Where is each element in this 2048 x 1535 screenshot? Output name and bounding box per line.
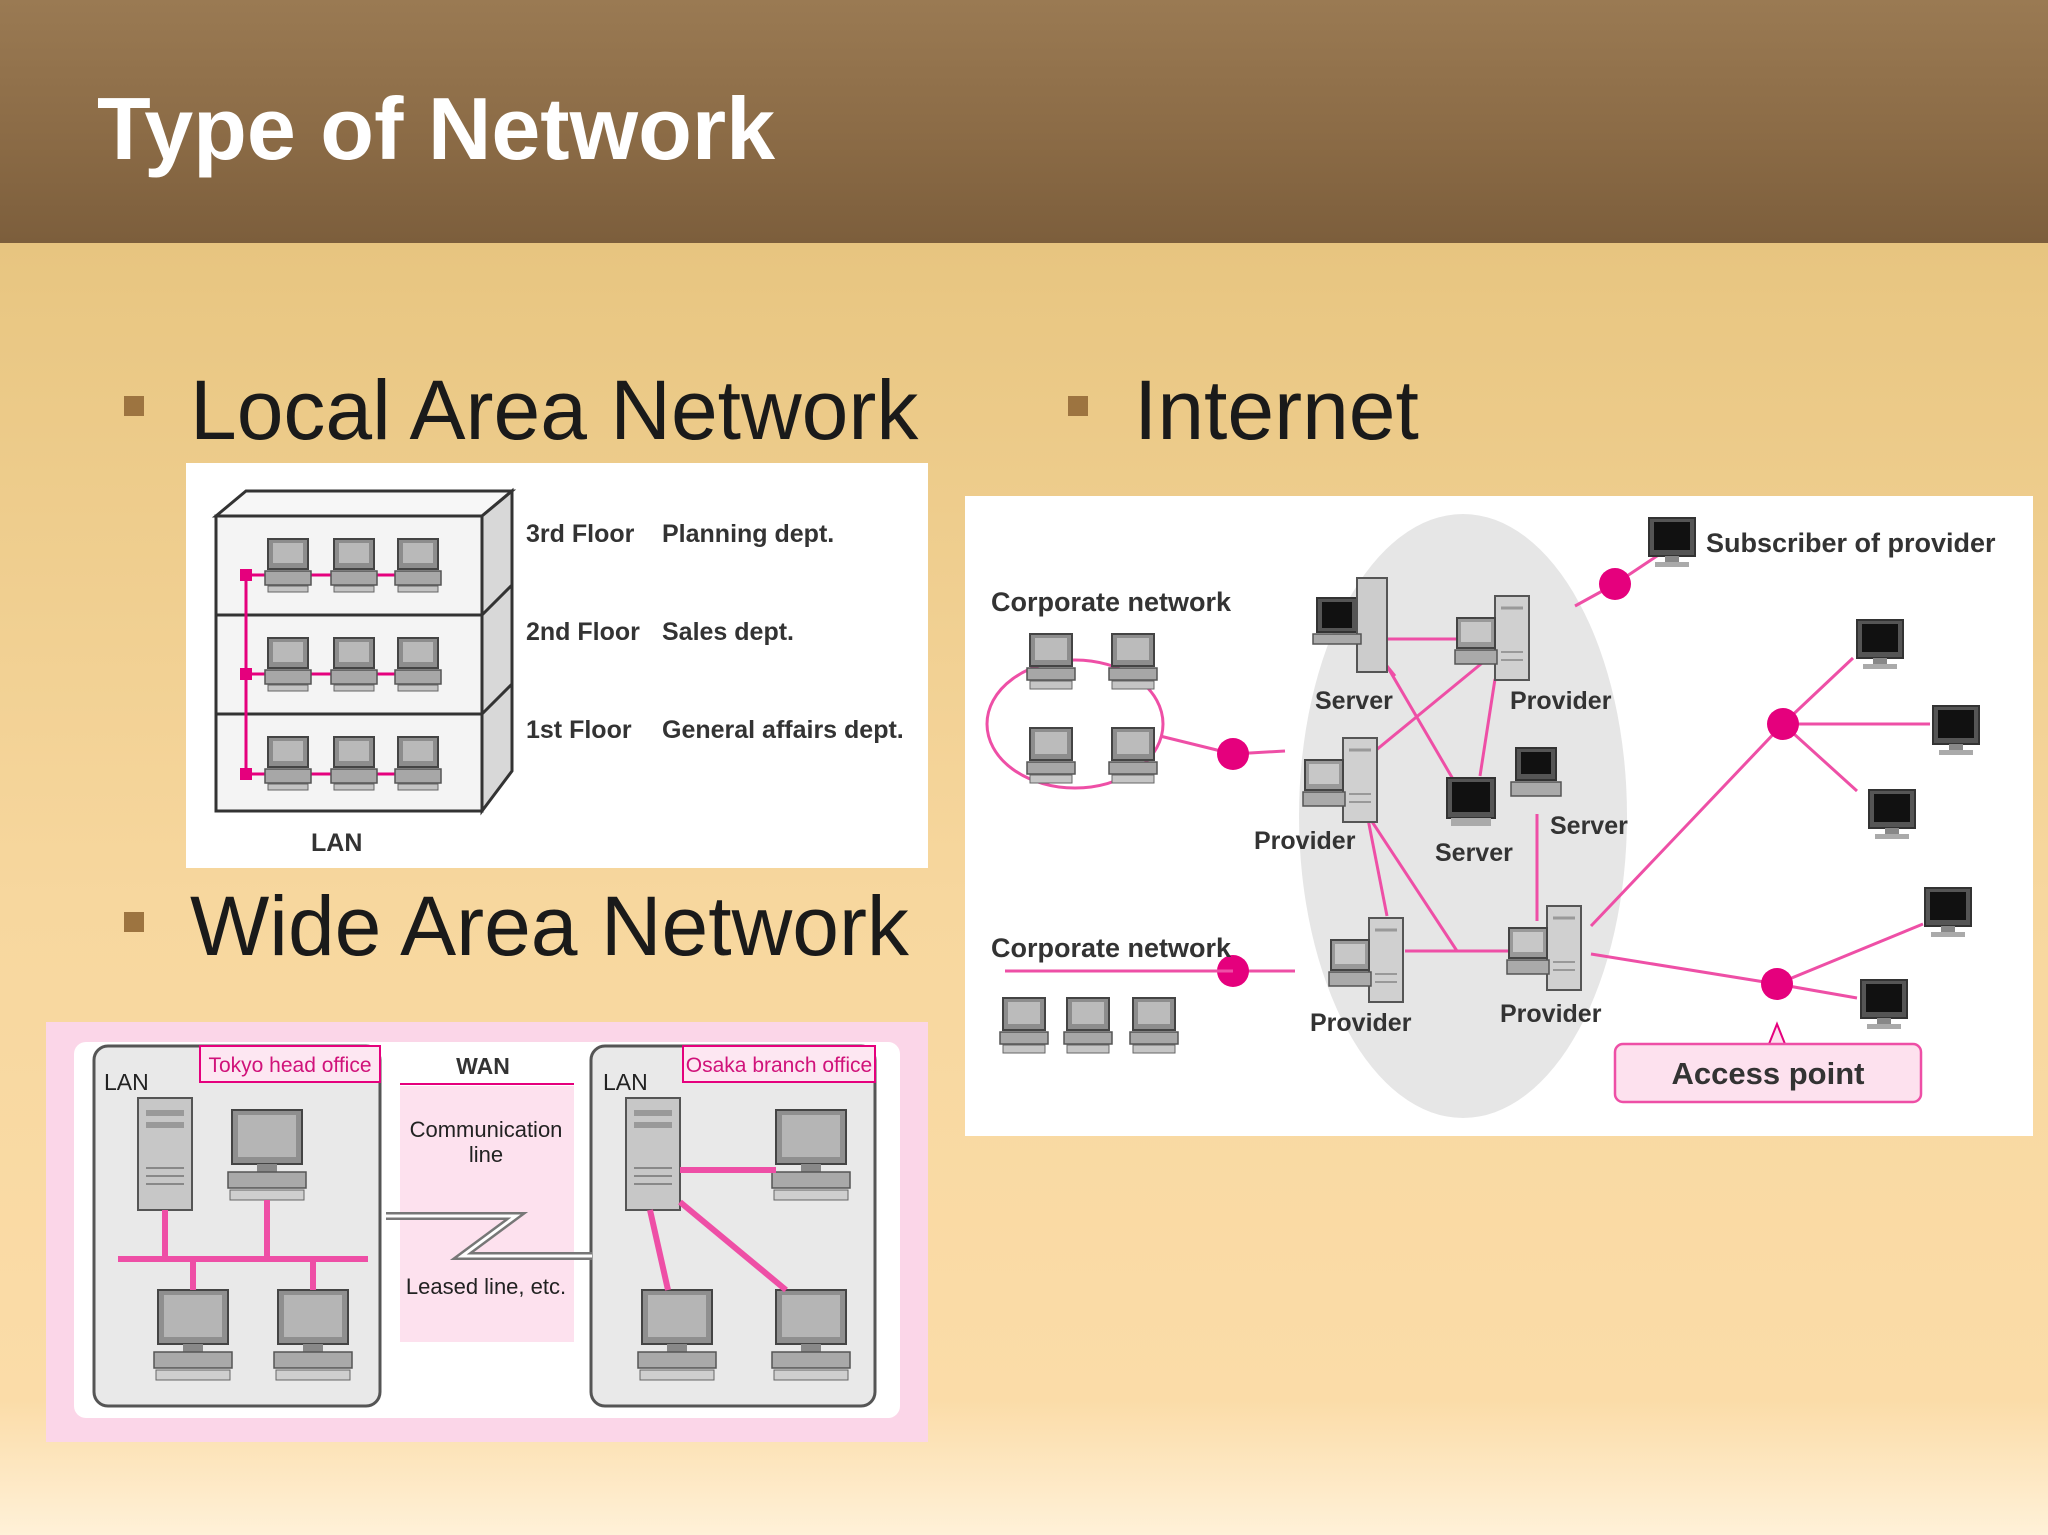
monitor-icon <box>1924 887 1972 938</box>
provider-label: Provider <box>1500 1000 1602 1028</box>
building-top <box>211 489 517 518</box>
provider-label: Provider <box>1254 827 1356 855</box>
computer-icon <box>771 1109 851 1201</box>
monitor-icon <box>1860 979 1908 1030</box>
building-side <box>480 487 514 816</box>
internet-heading: Internet <box>1134 363 1419 457</box>
computer-icon <box>1063 997 1113 1054</box>
server-tower-icon <box>625 1097 681 1211</box>
dept-label: Sales dept. <box>662 618 794 646</box>
tokyo-office-label: Tokyo head office <box>208 1054 371 1077</box>
tokyo-lan-label: LAN <box>104 1069 149 1095</box>
server-icon <box>1446 777 1496 826</box>
osaka-office-tag <box>682 1045 876 1083</box>
slide-title: Type of Network <box>97 79 776 178</box>
computer-icon <box>330 637 378 692</box>
computer-icon <box>264 637 312 692</box>
access-point-box <box>1613 1042 1923 1104</box>
dept-label: Planning dept. <box>662 520 834 548</box>
lan-diagram: 3rd Floor Planning dept. 2nd Floor Sales… <box>186 463 928 868</box>
server-label: Server <box>1435 839 1513 867</box>
monitor-icon <box>1648 517 1696 568</box>
internet-diagram: Corporate network Corporate network Subs… <box>965 496 2033 1136</box>
floor-label: 2nd Floor <box>526 618 640 646</box>
computer-icon <box>1026 727 1076 784</box>
computer-icon <box>273 1289 353 1381</box>
server-label: Server <box>1550 812 1628 840</box>
leased-line-label: Leased line, etc. <box>406 1274 566 1299</box>
computer-icon <box>394 637 442 692</box>
bullet-square-icon <box>1068 396 1088 416</box>
computer-icon <box>1026 633 1076 690</box>
monitor-icon <box>1932 705 1980 756</box>
provider-label: Provider <box>1310 1009 1412 1037</box>
corporate-network-ring <box>985 658 1165 790</box>
computer-icon <box>264 736 312 791</box>
computer-icon <box>330 736 378 791</box>
wan-diagram: Tokyo head office Osaka branch office LA… <box>46 1022 928 1442</box>
network-node <box>1599 568 1631 600</box>
server-tower-icon <box>137 1097 193 1211</box>
computer-icon <box>1129 997 1179 1054</box>
computer-icon <box>1108 633 1158 690</box>
computer-icon <box>227 1109 307 1201</box>
wan-heading: Wide Area Network <box>190 879 909 973</box>
provider-label: Provider <box>1510 687 1612 715</box>
computer-icon <box>394 538 442 593</box>
server-icon <box>1312 577 1388 673</box>
corporate-network-label: Corporate network <box>991 587 1232 617</box>
dept-label: General affairs dept. <box>662 716 904 744</box>
computer-icon <box>330 538 378 593</box>
monitor-icon <box>1856 619 1904 670</box>
computer-icon <box>153 1289 233 1381</box>
computer-icon <box>264 538 312 593</box>
wan-label: WAN <box>456 1053 510 1079</box>
network-node <box>1761 968 1793 1000</box>
access-point-label: Access point <box>1672 1056 1865 1091</box>
lan-caption: LAN <box>311 829 362 857</box>
bullet-square-icon <box>124 396 144 416</box>
title-bar: Type of Network <box>0 0 2048 243</box>
corporate-network-label: Corporate network <box>991 933 1232 963</box>
communication-line-label-2: line <box>469 1142 503 1167</box>
bullet-square-icon <box>124 912 144 932</box>
osaka-office-label: Osaka branch office <box>686 1054 872 1077</box>
lan-heading: Local Area Network <box>190 363 919 457</box>
server-icon <box>1510 747 1562 797</box>
osaka-lan-label: LAN <box>603 1069 648 1095</box>
computer-icon <box>771 1289 851 1381</box>
communication-line-label-1: Communication <box>410 1117 563 1142</box>
computer-icon <box>1108 727 1158 784</box>
computer-icon <box>394 736 442 791</box>
tokyo-office-tag <box>199 1045 381 1083</box>
network-node <box>1217 738 1249 770</box>
computer-icon <box>999 997 1049 1054</box>
monitor-icon <box>1868 789 1916 840</box>
network-node <box>1767 708 1799 740</box>
server-label: Server <box>1315 687 1393 715</box>
floor-label: 3rd Floor <box>526 520 635 548</box>
computer-icon <box>637 1289 717 1381</box>
subscriber-label: Subscriber of provider <box>1706 528 1996 558</box>
floor-label: 1st Floor <box>526 716 632 744</box>
